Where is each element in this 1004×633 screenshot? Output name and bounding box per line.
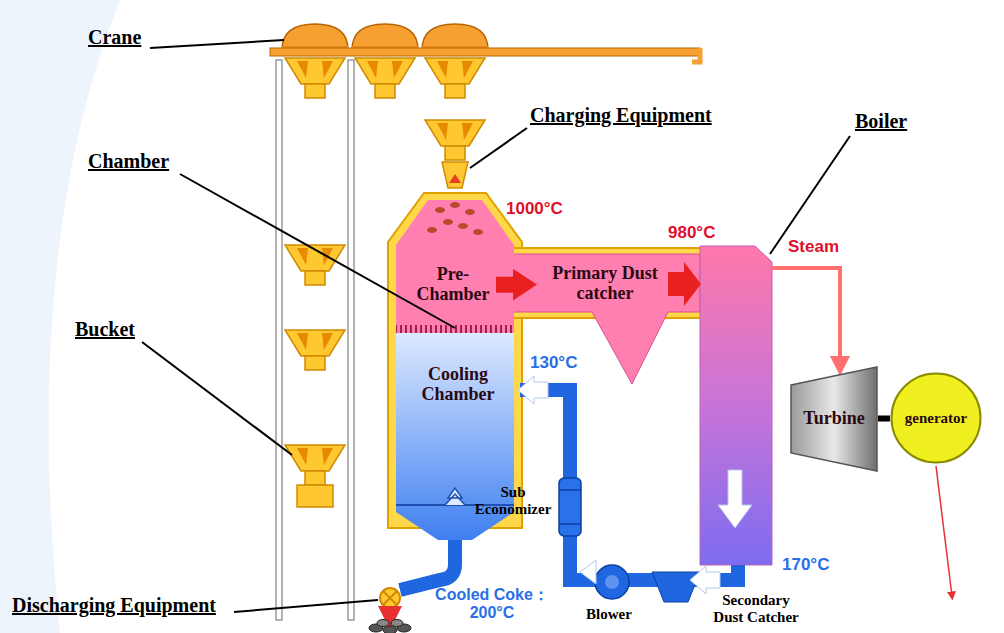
annotation-label: Cooled Coke： 200°C xyxy=(432,586,552,621)
boiler-shape xyxy=(700,246,772,565)
annotation-label: 130°C xyxy=(530,354,577,373)
part-callout: Bucket xyxy=(75,318,135,340)
annotation-label: Sub Economizer xyxy=(470,484,556,517)
annotation-label: 1000°C xyxy=(506,200,563,219)
annotation-label: 170°C xyxy=(782,556,829,575)
gas-flow-arrow xyxy=(518,376,548,404)
part-callout: Charging Equipment xyxy=(530,104,712,126)
bucket xyxy=(285,245,345,507)
steam-line xyxy=(772,268,840,366)
pre-chamber-shape xyxy=(396,200,514,325)
coke-out-arrow xyxy=(388,608,392,618)
discharging-valve xyxy=(380,588,400,608)
shaft-link xyxy=(878,415,890,421)
gas-flow-arrow xyxy=(496,277,514,293)
power-output-line xyxy=(936,466,952,596)
annotation-label: Secondary Dust Catcher xyxy=(706,592,806,625)
part-callout: Crane xyxy=(88,26,141,48)
part-callout: Chamber xyxy=(88,150,169,172)
secondary-dust-catcher-shape xyxy=(652,572,700,602)
blower-shape xyxy=(595,565,629,599)
annotation-label: 980°C xyxy=(668,224,715,243)
node-text: generator xyxy=(905,410,967,427)
sub-economizer-shape xyxy=(559,478,581,536)
elevator-frame xyxy=(276,60,354,620)
cooled-coke-pile xyxy=(369,620,411,633)
node-text: Cooling Chamber xyxy=(404,365,512,405)
cooling-chamber: Cooling Chamber xyxy=(404,350,512,420)
background-swoosh xyxy=(0,0,120,633)
node-text: Primary Dust catcher xyxy=(540,264,670,304)
annotation-label: Steam xyxy=(788,238,839,257)
primary-dust-catcher-shape xyxy=(510,254,700,384)
generator: generator xyxy=(890,372,982,464)
chamber-grid xyxy=(396,325,514,333)
gas-flow-arrow xyxy=(690,566,720,594)
leader-lines xyxy=(142,40,850,612)
gas-flow-arrow xyxy=(668,262,701,306)
gas-flow-arrow xyxy=(718,470,752,528)
pre-chamber: Pre-Chamber xyxy=(410,256,496,314)
return-gas-pipe xyxy=(520,390,738,580)
node-text: Pre-Chamber xyxy=(410,265,496,305)
part-callout: Discharging Equipment xyxy=(12,594,216,616)
discharge-chute xyxy=(400,540,455,590)
crane xyxy=(270,24,700,98)
coke-charge xyxy=(427,202,483,235)
primary-dust-catcher: Primary Dust catcher xyxy=(540,260,670,308)
charging-equipment xyxy=(425,120,485,188)
gas-flow-arrow xyxy=(580,560,596,584)
turbine: Turbine xyxy=(790,366,878,472)
annotation-label: Blower xyxy=(586,606,632,623)
part-callout: Boiler xyxy=(855,110,907,132)
node-text: Turbine xyxy=(803,409,864,429)
gas-distributor xyxy=(445,488,465,505)
